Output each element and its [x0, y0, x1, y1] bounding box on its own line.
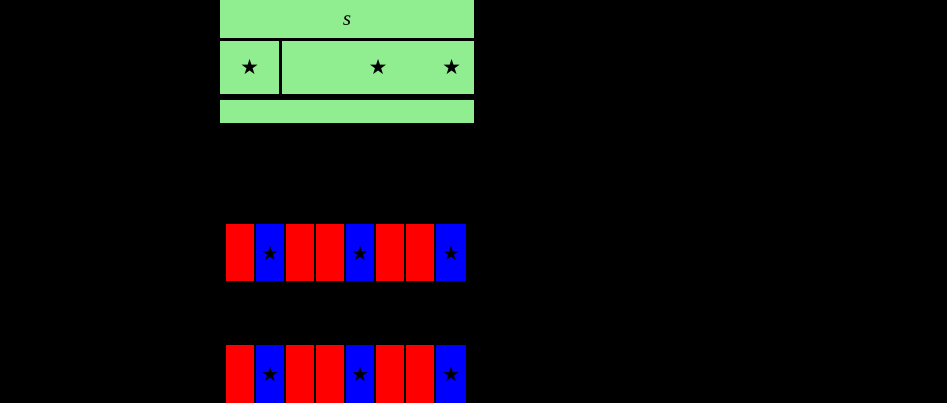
strip-lower: ★ ★ ★	[226, 345, 466, 403]
strip-cell[interactable]	[286, 345, 316, 403]
star-icon: ★	[442, 55, 461, 79]
strip-cell[interactable]: ★	[346, 345, 376, 403]
strip-cell[interactable]: ★	[256, 224, 286, 281]
schema-title-label: s	[342, 6, 352, 30]
strip-cell[interactable]	[226, 224, 256, 281]
schema-footer-band	[220, 100, 474, 123]
schema-marker-row: ★ ★ ★	[220, 41, 474, 97]
strip-cell[interactable]: ★	[346, 224, 376, 281]
star-icon: ★	[351, 362, 369, 386]
star-icon: ★	[368, 55, 388, 79]
star-icon: ★	[351, 240, 369, 265]
strip-upper: ★ ★ ★	[226, 224, 466, 281]
strip-cell[interactable]	[406, 345, 436, 403]
star-icon: ★	[442, 240, 460, 265]
star-icon: ★	[240, 55, 259, 79]
star-icon: ★	[261, 240, 279, 265]
schema-block: s ★ ★ ★	[220, 0, 474, 123]
strip-cell[interactable]	[316, 345, 346, 403]
strip-cell[interactable]	[406, 224, 436, 281]
strip-cell[interactable]	[376, 224, 406, 281]
strip-cell[interactable]: ★	[436, 224, 466, 281]
schema-header-band: s	[220, 0, 474, 41]
strip-cell[interactable]	[316, 224, 346, 281]
strip-cell[interactable]: ★	[436, 345, 466, 403]
schema-divider	[220, 97, 474, 100]
strip-cell[interactable]	[226, 345, 256, 403]
schema-cell-right: ★ ★	[282, 41, 474, 94]
star-icon: ★	[261, 362, 279, 386]
schema-cell-left: ★	[220, 41, 282, 94]
strip-cell[interactable]	[286, 224, 316, 281]
strip-cell[interactable]: ★	[256, 345, 286, 403]
strip-cell[interactable]	[376, 345, 406, 403]
star-icon: ★	[442, 362, 460, 386]
